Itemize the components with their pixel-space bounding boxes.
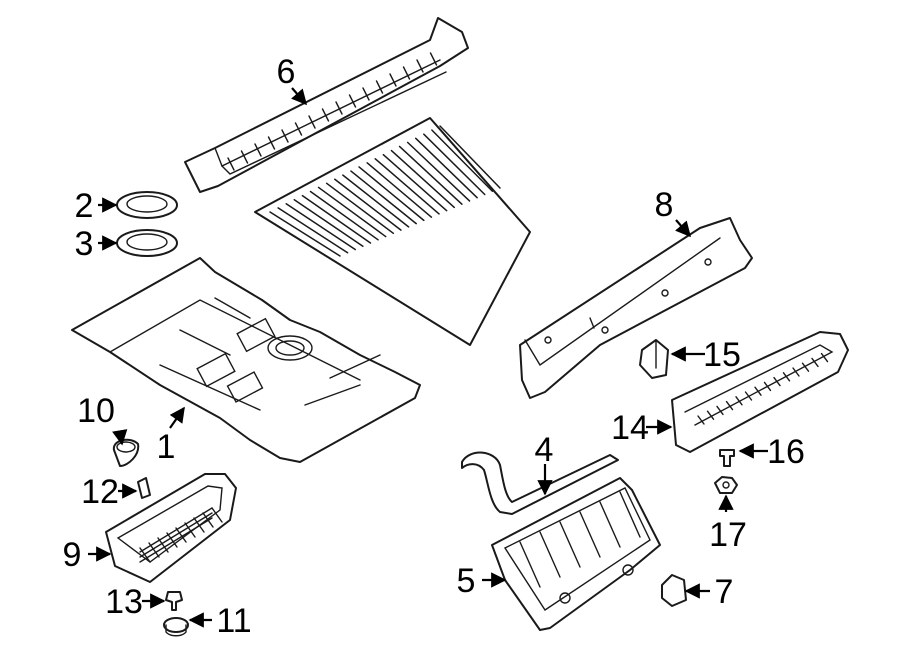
callout-12: 12 — [81, 473, 119, 511]
callout-9: 9 — [63, 536, 82, 574]
callout-4: 4 — [535, 431, 554, 469]
callout-14: 14 — [611, 409, 649, 447]
callout-numbers: 6 2 3 1 8 15 14 16 17 4 5 7 10 12 9 13 1… — [63, 53, 805, 640]
floor-rib-panel — [254, 117, 531, 346]
leader-1 — [169, 406, 185, 429]
part-14-step-tray — [671, 331, 849, 453]
callout-17: 17 — [709, 516, 747, 554]
callout-5: 5 — [457, 562, 476, 600]
part-16-screw — [719, 449, 735, 467]
callout-7: 7 — [715, 573, 734, 611]
part-5-rear-step — [491, 477, 661, 631]
part-1-floor-pan — [71, 257, 421, 463]
leader-10 — [112, 429, 128, 446]
part-15-bracket — [639, 339, 669, 379]
callout-16: 16 — [767, 433, 805, 471]
callout-1: 1 — [157, 428, 176, 466]
part-11-retainer — [163, 617, 189, 637]
part-6-rocker-panel — [184, 17, 469, 193]
part-7-clip — [661, 574, 687, 607]
callout-15: 15 — [703, 336, 741, 374]
callout-11: 11 — [216, 602, 251, 640]
part-9-storage-tray — [105, 473, 237, 583]
callout-3: 3 — [75, 225, 94, 263]
part-17-nut — [714, 476, 738, 494]
callout-2: 2 — [75, 187, 94, 225]
leader-6 — [291, 87, 308, 106]
leader-8 — [675, 219, 692, 238]
callout-8: 8 — [655, 186, 674, 224]
part-3-grommet — [116, 229, 178, 257]
part-8-rear-rail — [519, 217, 753, 399]
part-2-grommet — [116, 191, 178, 219]
part-12-plug — [137, 477, 151, 499]
part-4-wheelhouse-seal — [461, 451, 619, 515]
part-13-bolt — [165, 591, 183, 611]
callout-6: 6 — [277, 53, 296, 91]
callout-10: 10 — [77, 392, 115, 430]
part-10-cap — [112, 438, 140, 467]
callout-13: 13 — [105, 583, 143, 621]
leader-lines — [88, 87, 768, 628]
